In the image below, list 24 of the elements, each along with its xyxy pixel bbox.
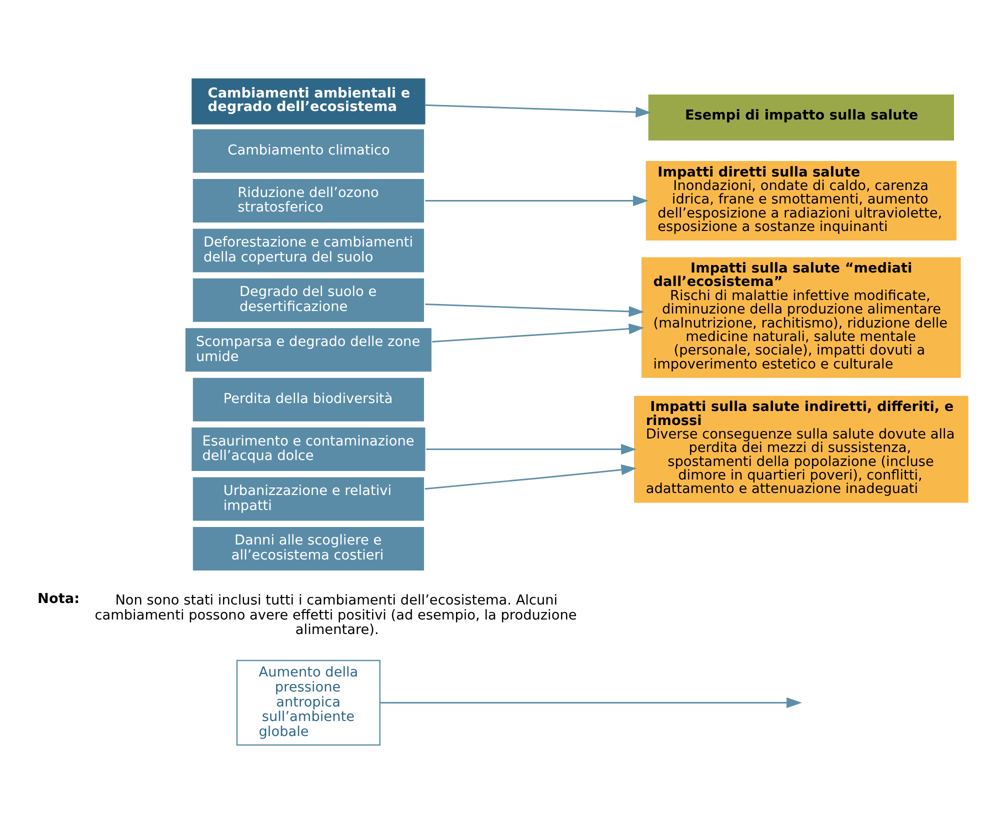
- node-box: Riduzione dell’ozono stratosferico: [192, 178, 426, 224]
- arrow: [380, 697, 802, 708]
- node-box: Perdita della biodiversità: [192, 376, 426, 423]
- node-box: Deforestazione e cambiamenti della copertura del suolo: [192, 227, 426, 274]
- label: Non sono stati inclusi tutti i cambiamenti dell’ecosistema. Alcuni cambiamenti possono avere effetti positivi (ad esempio, la produzione alimentare).: [94, 592, 577, 638]
- arrow: [432, 323, 644, 343]
- node-box: Scomparsa e degrado delle zone umide: [184, 326, 433, 373]
- arrow: [425, 304, 644, 317]
- node-box: Impatti diretti sulla salute Inondazioni, ondate di caldo, carenza idrica, frane e smottamenti, aumento dell’esposizione a radiazioni ultraviolette, esposizione a sostanze inquinanti: [646, 160, 956, 241]
- arrow: [424, 464, 637, 490]
- node-box: Impatti sulla salute “mediati dall’ecosistema” Rischi di malattie infettive modificate, diminuzione della produzione alimentare (malnutrizione, rachitismo), riduzione delle medicine naturali, salute mentale (personale, sociale), impatti dovuti a impoverimento estetico e culturale: [641, 257, 961, 378]
- node-box: Aumento della pressione antropica sull’ambiente globale: [236, 660, 381, 746]
- arrow: [426, 444, 636, 455]
- node-box: Urbanizzazione e relativi impatti: [192, 476, 426, 522]
- node-box: Danni alle scogliere e all’ecosistema costieri: [192, 526, 426, 572]
- arrow: [425, 104, 652, 118]
- node-box: Cambiamento climatico: [192, 128, 426, 174]
- node-box: Cambiamenti ambientali e degrado dell’ecosistema: [192, 78, 426, 124]
- label: Nota:: [38, 591, 80, 608]
- arrow: [425, 195, 648, 206]
- node-box: Esempi di impatto sulla salute: [648, 94, 954, 140]
- node-box: Degrado del suolo e desertificazione: [192, 277, 426, 324]
- node-box: Impatti sulla salute indiretti, differiti, e rimossi Diverse conseguenze sulla salute dovute alla perdita dei mezzi di sussistenza, spostamenti della popolazione (incluse dimore in quartieri poveri), conflitti, adattamento e attenuazione inadeguati: [634, 396, 968, 503]
- node-box: Esaurimento e contaminazione dell’acqua dolce: [190, 426, 426, 472]
